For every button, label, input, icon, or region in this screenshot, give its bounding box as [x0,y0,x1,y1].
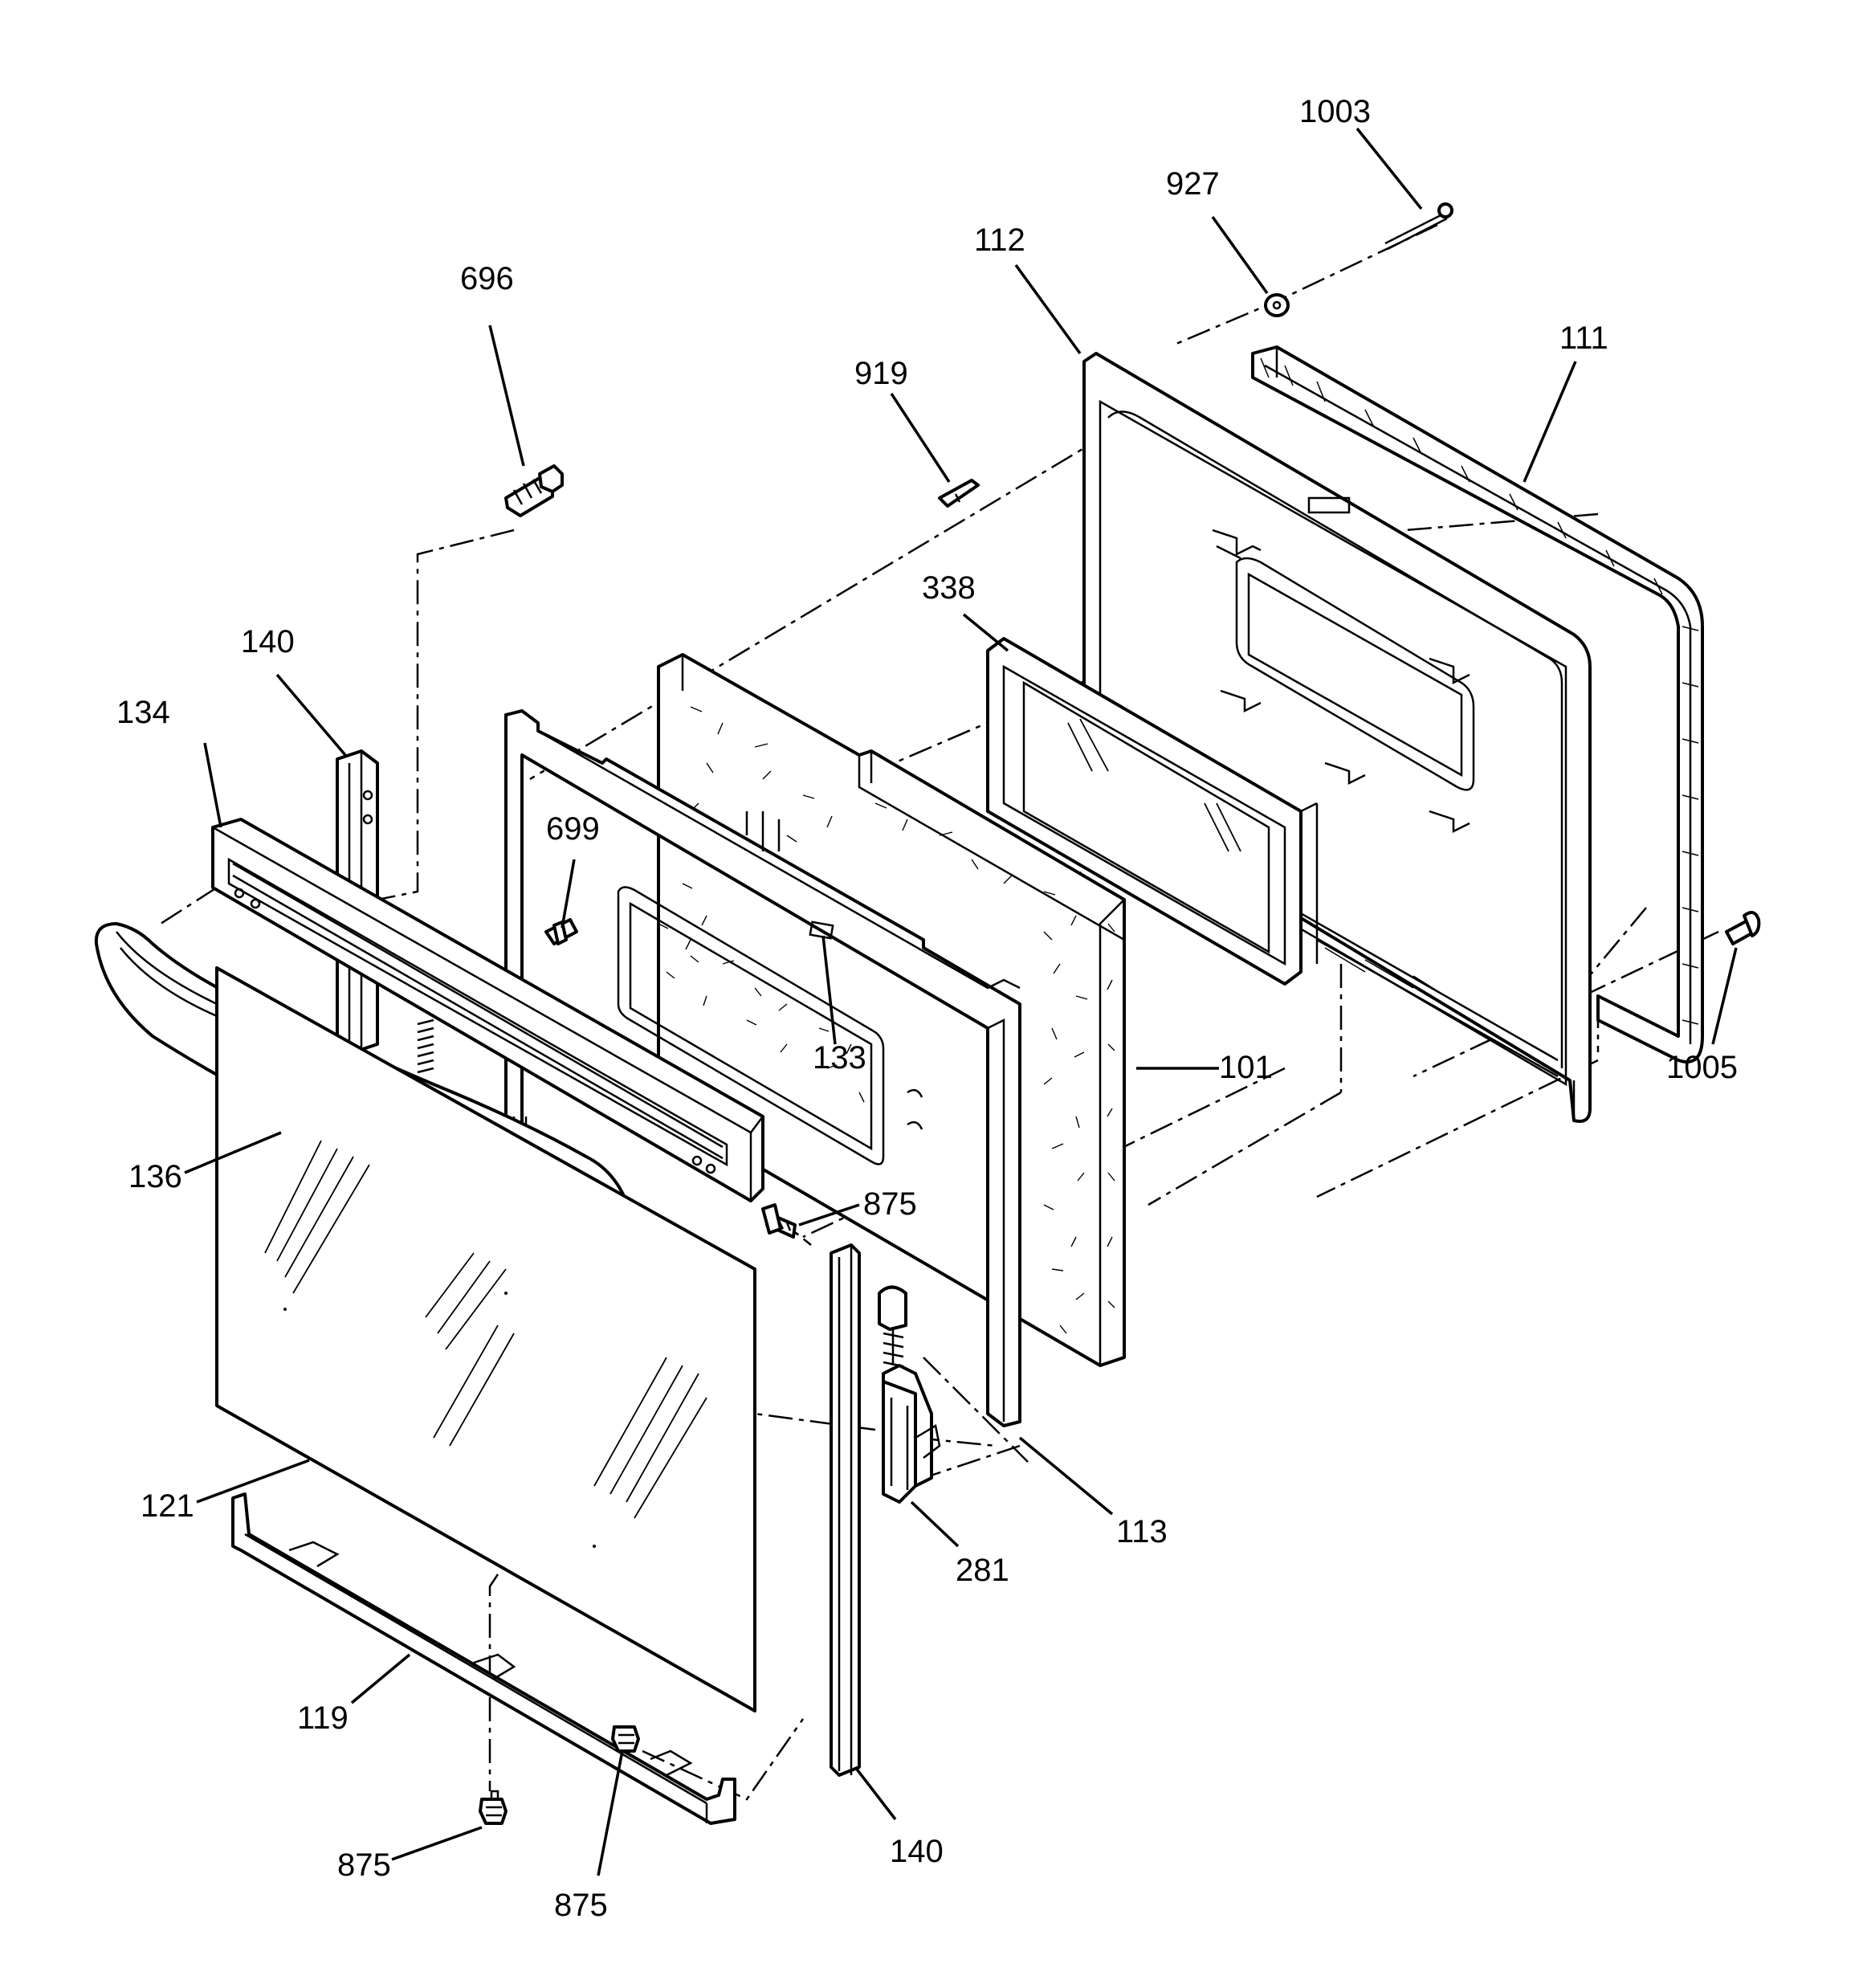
part-140-bottom-door-trim [830,1243,861,1777]
part-281-door-hinge [878,1285,941,1504]
label-101: 101 [1219,1050,1273,1085]
label-111: 111 [1559,320,1608,356]
callout-leader-lines [184,127,1738,1876]
label-927: 927 [1166,166,1220,202]
label-1003: 1003 [1299,94,1371,129]
label-140-bottom: 140 [890,1834,944,1869]
label-119: 119 [297,1700,349,1736]
part-111-door-gasket [1251,345,1704,1063]
part-927-washer [1264,293,1290,317]
label-875-left: 875 [337,1847,391,1883]
part-919-pin [938,479,980,508]
callout-labels: 1003 927 112 111 919 696 338 140 134 699… [116,94,1738,1923]
part-134-vent-trim [211,818,764,1202]
label-875-mid: 875 [863,1186,917,1222]
label-1005: 1005 [1666,1050,1738,1085]
part-696-screw [504,464,564,517]
part-113-inner-door-liner [504,709,1021,1427]
part-121-outer-door-glass [215,966,756,1712]
label-875-bottom: 875 [554,1888,608,1923]
label-140-top: 140 [241,624,295,659]
part-699-screw [544,918,578,945]
part-1003-bolt [1384,202,1453,251]
part-875-screw-mid [761,1203,797,1239]
label-919: 919 [854,356,908,391]
label-338: 338 [922,570,976,606]
label-113: 113 [1116,1514,1168,1549]
label-281: 281 [956,1553,1009,1588]
label-699: 699 [546,811,600,847]
door-spring [417,1018,434,1074]
part-119-bottom-trim [231,1492,736,1825]
label-134: 134 [116,695,170,730]
part-112-inner-door-panel [1082,352,1592,1123]
label-133: 133 [813,1040,866,1076]
part-338-window-assembly [986,637,1319,986]
label-696: 696 [460,261,514,296]
label-112: 112 [974,222,1025,258]
label-136: 136 [128,1159,182,1194]
part-1005-screw [1725,911,1761,945]
part-875-screw-bottom [611,1725,640,1753]
label-121: 121 [141,1488,194,1524]
part-875-screw-left [479,1790,508,1825]
